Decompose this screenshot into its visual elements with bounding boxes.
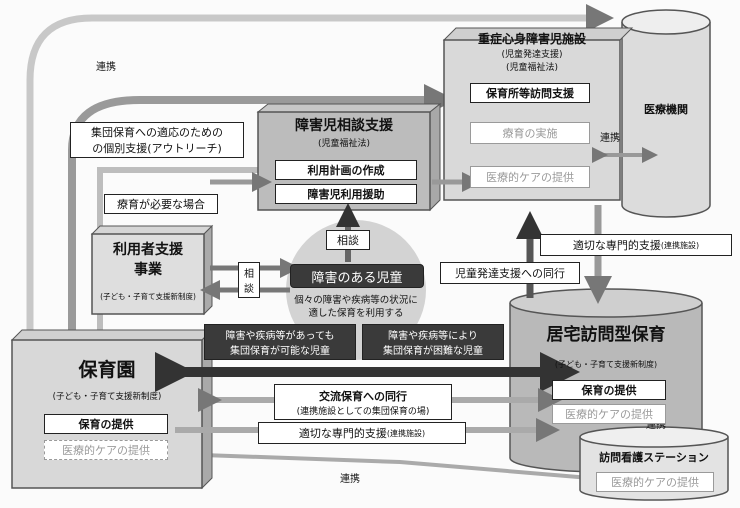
- soudan-char2: 談: [244, 284, 254, 295]
- child-can-line1: 障害や疾病等があっても: [225, 331, 335, 342]
- expert-top-text: 適切な専門的支援: [572, 239, 661, 252]
- expert-top-label: 適切な専門的支援(連携施設): [540, 234, 732, 256]
- exchange-line1: 交流保育への同行: [319, 389, 407, 403]
- child-cannot-line1: 障害や疾病等により: [388, 331, 478, 342]
- nursing-station-title: 訪問看護ステーション: [599, 451, 709, 464]
- nursery-title: 保育園: [78, 359, 136, 381]
- accompany-dev-label: 児童発達支援への同行: [440, 262, 580, 284]
- child-can-box: 障害や疾病等があっても 集団保育が可能な児童: [204, 324, 356, 360]
- child-desc2: 適した保育を利用する: [308, 308, 404, 319]
- when-needed-label: 療育が必要な場合: [104, 194, 218, 214]
- home-care-provide-box: 保育の提供: [552, 380, 666, 400]
- medical-title: 医療機関: [644, 103, 688, 116]
- label-renkei-right: 連携: [600, 133, 620, 144]
- usage-assist-box: 障害児利用援助: [275, 184, 417, 204]
- user-support-box: [91, 233, 205, 315]
- soudan-horizontal-label: 相 談: [238, 262, 260, 298]
- soudan-vertical-label: 相談: [326, 230, 370, 250]
- label-renkei-mid: 連携: [646, 420, 666, 431]
- facility-medical-care-box: 医療的ケアの提供: [470, 166, 590, 188]
- home-care-title: 居宅訪問型保育: [546, 325, 666, 345]
- child-cannot-line2: 集団保育が困難な児童: [383, 346, 483, 357]
- outreach-line1: 集団保育への適応のための: [91, 126, 223, 139]
- expert-bottom-label: 適切な専門的支援(連携施設): [258, 422, 466, 444]
- nursery-provide-box: 保育の提供: [44, 414, 168, 434]
- child-title: 障害のある児童: [290, 264, 424, 288]
- expert-bottom-text: 適切な専門的支援: [298, 427, 387, 440]
- label-renkei-top: 連携: [96, 62, 116, 73]
- home-care-sub: (子ども・子育て支援新制度): [554, 360, 658, 369]
- expert-top-sub: (連携施設): [660, 240, 700, 250]
- therapy-box: 療育の実施: [470, 122, 590, 144]
- soudan-char1: 相: [244, 269, 254, 280]
- home-care-medical-care-box: 医療的ケアの提供: [552, 404, 666, 424]
- user-support-sub: (子ども・子育て支援新制度): [100, 292, 196, 301]
- severe-facility-sub1: (児童発達支援): [501, 50, 563, 60]
- nursery-medical-care-box: 医療的ケアの提供: [44, 440, 168, 460]
- plan-box: 利用計画の作成: [275, 160, 417, 180]
- child-desc1: 個々の障害や疾病等の状況に: [294, 295, 418, 306]
- child-cannot-box: 障害や疾病等により 集団保育が困難な児童: [362, 324, 504, 360]
- label-renkei-bottom: 連携: [340, 474, 360, 485]
- nursing-medical-care-box: 医療的ケアの提供: [596, 472, 714, 492]
- severe-facility-title: 重症心身障害児施設: [477, 32, 586, 46]
- severe-facility-sub2: (児童福祉法): [505, 63, 559, 73]
- link-bottom: [166, 445, 598, 486]
- visit-support-box: 保育所等訪問支援: [470, 83, 590, 103]
- outreach-line2: の個別支援(アウトリーチ): [92, 142, 222, 155]
- consult-center-title: 障害児相談支援: [295, 118, 393, 134]
- link-top-curve: [26, 4, 614, 330]
- exchange-label: 交流保育への同行 (連携施設としての集団保育の場): [274, 384, 452, 420]
- consult-center-sub: (児童福祉法): [317, 139, 371, 149]
- child-can-line2: 集団保育が可能な児童: [230, 346, 330, 357]
- nursery-sub: (子ども・子育て支援新制度): [52, 392, 162, 402]
- outreach-label: 集団保育への適応のための の個別支援(アウトリーチ): [70, 122, 244, 158]
- exchange-line2: (連携施設としての集団保育の場): [296, 406, 430, 417]
- expert-bottom-sub: (連携施設): [386, 428, 426, 438]
- medical-cylinder: [621, 22, 711, 218]
- user-support-title2: 事業: [134, 262, 162, 278]
- user-support-title1: 利用者支援: [113, 242, 183, 258]
